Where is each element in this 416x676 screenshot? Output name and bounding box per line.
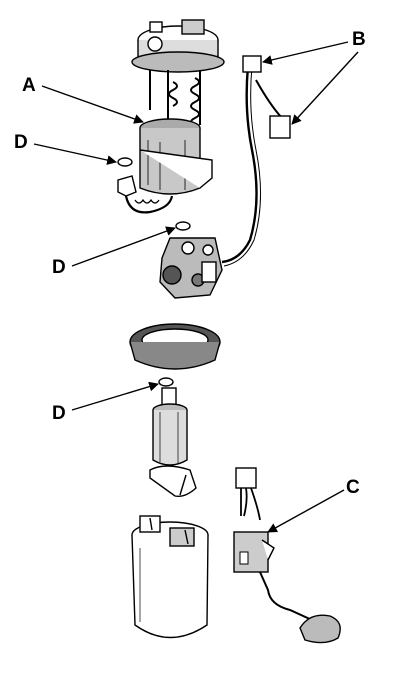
leader-b-1 xyxy=(262,41,349,65)
callout-label-d-2: D xyxy=(52,257,66,278)
callout-label-d-3: D xyxy=(52,403,66,424)
callout-label-c: C xyxy=(346,477,360,498)
fuel-pump-module-upper xyxy=(117,19,225,214)
o-ring-middle xyxy=(175,221,191,231)
callout-label-a: A xyxy=(22,75,36,96)
leader-a xyxy=(41,85,144,124)
leader-d-3 xyxy=(71,381,159,411)
callout-label-b: B xyxy=(352,29,366,50)
leader-c xyxy=(267,489,345,533)
pressure-regulator xyxy=(159,237,223,299)
o-ring-lower xyxy=(158,377,174,387)
seal-ring xyxy=(129,323,221,370)
callout-label-d-1: D xyxy=(14,132,28,153)
leader-d-2 xyxy=(71,226,176,267)
leader-lines xyxy=(33,41,359,533)
fuel-strainer-housing xyxy=(131,515,209,639)
fuel-pump xyxy=(149,387,197,498)
fuel-gauge-sending-unit xyxy=(233,467,341,644)
leader-b-2 xyxy=(291,51,359,125)
o-ring-upper xyxy=(117,157,133,167)
leader-d-1 xyxy=(33,143,117,165)
wire-harness-upper xyxy=(221,55,291,267)
